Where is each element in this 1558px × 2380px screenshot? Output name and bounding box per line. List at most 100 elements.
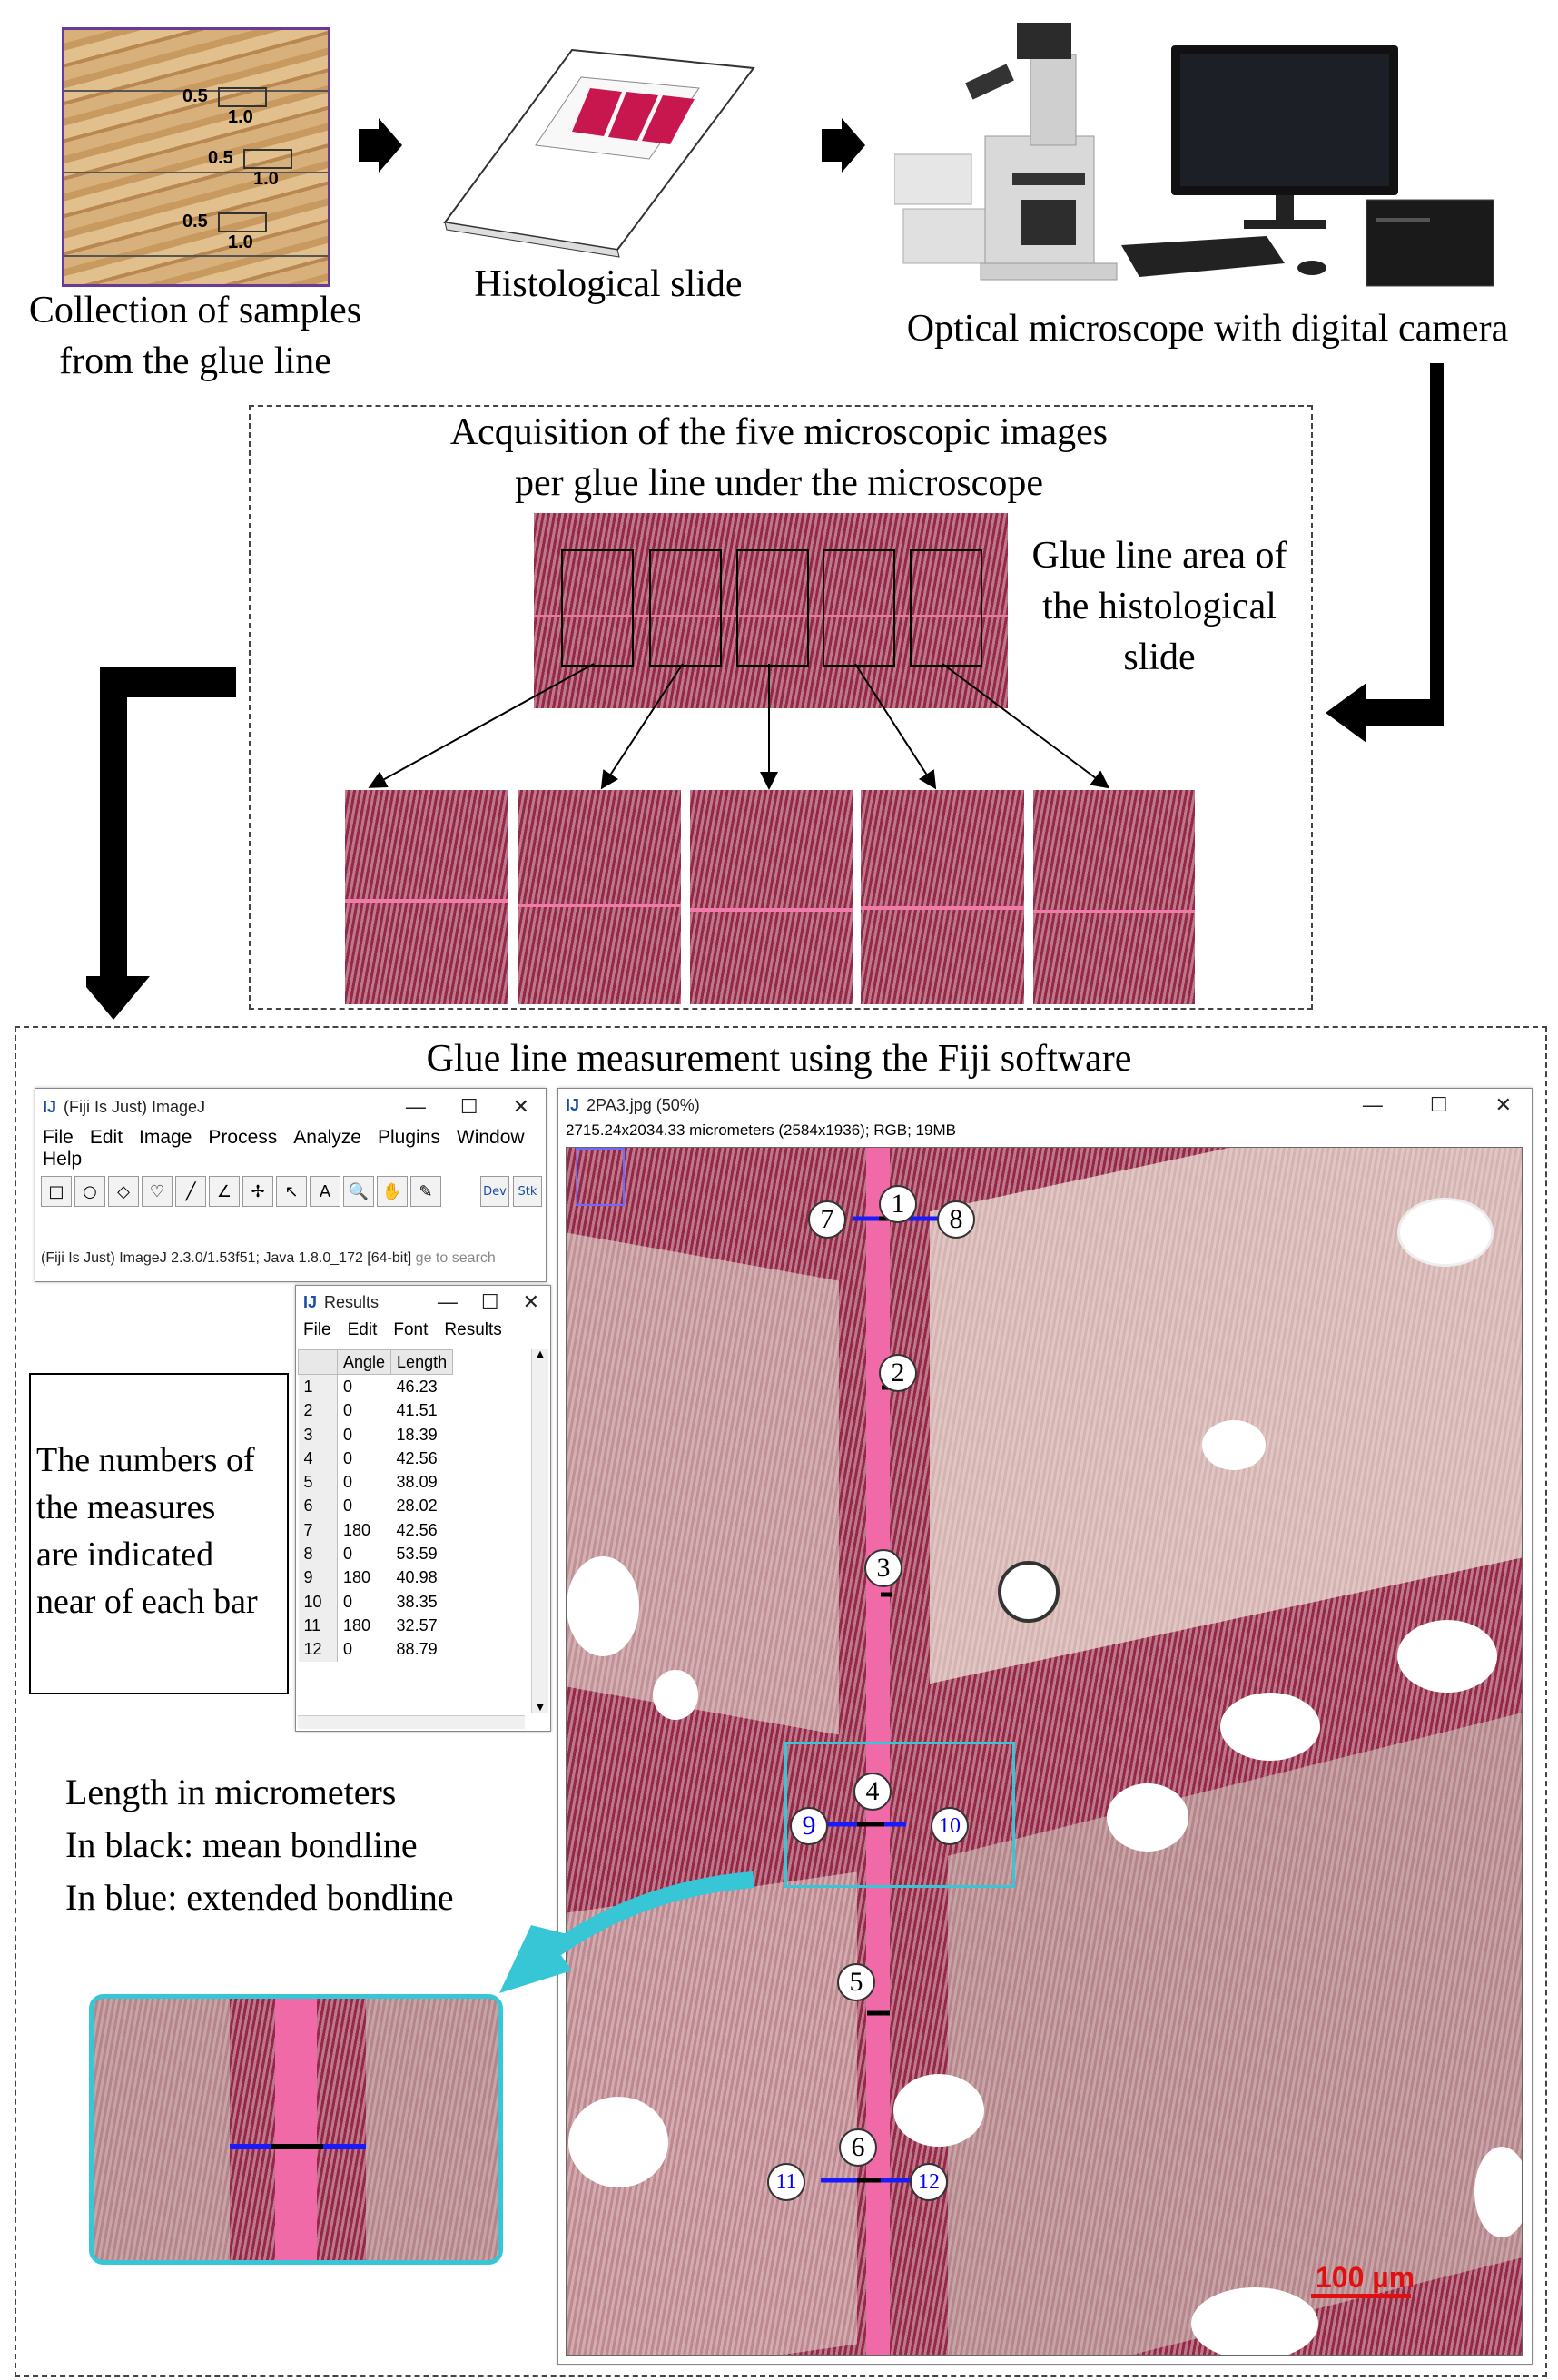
tool-9-icon[interactable]: A xyxy=(310,1176,340,1207)
angle-cell: 0 xyxy=(343,1401,353,1420)
imagej-logo-icon: IJ xyxy=(566,1095,580,1114)
maximize-icon[interactable]: ☐ xyxy=(1429,1093,1448,1116)
menu-item-file[interactable]: File xyxy=(43,1127,74,1148)
legend-text: Length in micrometers In black: mean bon… xyxy=(65,1766,454,1924)
tool-10-icon[interactable]: 🔍 xyxy=(343,1176,374,1207)
tool-6-icon[interactable]: ∠ xyxy=(209,1176,240,1207)
imagej-logo-icon: IJ xyxy=(43,1097,57,1116)
length-cell: 18.39 xyxy=(396,1425,438,1444)
elbow-arrow-icon xyxy=(1326,363,1444,743)
marker-10: 10 xyxy=(931,1807,969,1845)
micrograph-2 xyxy=(518,790,681,1004)
close-icon[interactable]: ✕ xyxy=(512,1095,529,1118)
angle-cell: 180 xyxy=(343,1568,371,1587)
note-box: The numbers of the measures are indicate… xyxy=(29,1373,289,1694)
micrograph-4 xyxy=(861,790,1024,1004)
marker-6: 6 xyxy=(839,2128,877,2167)
scroll-up-icon[interactable]: ▲ xyxy=(537,1349,544,1359)
marker-8: 8 xyxy=(937,1200,975,1239)
results-scrollbar[interactable]: ▲ ▼ xyxy=(531,1349,548,1713)
results-titlebar: IJ Results — ☐ ✕ xyxy=(296,1286,550,1318)
acquisition-title-line2: per glue line under the microscope xyxy=(515,462,1043,504)
tool-2-icon[interactable]: ○ xyxy=(74,1176,105,1207)
column-header-length[interactable]: Length xyxy=(390,1349,454,1376)
row-number: 11 xyxy=(298,1614,338,1638)
acquisition-panel xyxy=(249,405,1313,1010)
menu-item-image[interactable]: Image xyxy=(139,1127,192,1148)
elbow-arrow-icon xyxy=(86,667,236,1020)
results-menu-edit[interactable]: Edit xyxy=(347,1320,378,1339)
scale-bar xyxy=(1311,2294,1411,2298)
sample-mark-bottom: 1.0 xyxy=(228,107,253,127)
stk-button[interactable]: Stk xyxy=(513,1176,542,1207)
legend-line3: In blue: extended bondline xyxy=(65,1877,454,1918)
tool-8-icon[interactable]: ↖ xyxy=(276,1176,307,1207)
maximize-icon[interactable]: ☐ xyxy=(480,1290,499,1313)
tool-4-icon[interactable]: ♡ xyxy=(142,1176,173,1207)
glue-area-line1: Glue line area of xyxy=(1031,535,1287,577)
minimize-icon[interactable]: — xyxy=(405,1095,426,1118)
row-number: 6 xyxy=(298,1494,338,1519)
image-info: 2715.24x2034.33 micrometers (2584x1936);… xyxy=(566,1121,956,1139)
menu-item-analyze[interactable]: Analyze xyxy=(293,1127,361,1148)
sample-mark-top: 0.5 xyxy=(182,212,208,232)
maximize-icon[interactable]: ☐ xyxy=(459,1095,478,1118)
image-window: IJ 2PA3.jpg (50%) — ☐ ✕ 2715.24x2034.33 … xyxy=(557,1088,1533,2365)
tool-12-icon[interactable]: ✎ xyxy=(410,1176,441,1207)
tool-11-icon[interactable]: ✋ xyxy=(377,1176,408,1207)
minimize-icon[interactable]: — xyxy=(437,1290,458,1313)
menu-item-process[interactable]: Process xyxy=(208,1127,278,1148)
note-line2: the measures xyxy=(36,1488,216,1526)
tool-5-icon[interactable]: ╱ xyxy=(175,1176,206,1207)
note-line4: near of each bar xyxy=(36,1583,258,1621)
dev-button[interactable]: Dev xyxy=(480,1176,509,1207)
length-cell: 41.51 xyxy=(396,1401,438,1420)
close-icon[interactable]: ✕ xyxy=(522,1290,539,1313)
close-icon[interactable]: ✕ xyxy=(1494,1093,1512,1116)
menu-item-window[interactable]: Window xyxy=(456,1127,525,1148)
microscope-caption: Optical microscope with digital camera xyxy=(906,308,1509,350)
row-number: 8 xyxy=(298,1542,338,1566)
marker-7: 7 xyxy=(808,1200,846,1239)
results-menu-font[interactable]: Font xyxy=(393,1320,429,1339)
menu-item-help[interactable]: Help xyxy=(43,1149,83,1170)
acquisition-title-line1: Acquisition of the five microscopic imag… xyxy=(449,411,1109,453)
curved-arrow-icon xyxy=(499,1871,754,1993)
results-hscrollbar[interactable] xyxy=(298,1715,525,1729)
results-menu-results[interactable]: Results xyxy=(444,1320,502,1339)
scroll-down-icon[interactable]: ▼ xyxy=(537,1703,544,1713)
angle-cell: 0 xyxy=(343,1473,353,1492)
row-number: 2 xyxy=(298,1398,338,1423)
marker-12: 12 xyxy=(910,2163,948,2201)
row-number: 12 xyxy=(298,1637,338,1662)
minimize-icon[interactable]: — xyxy=(1362,1093,1383,1116)
tool-1-icon[interactable]: □ xyxy=(41,1176,72,1207)
imagej-toolbar: □○◇♡╱∠✢↖A🔍✋✎ xyxy=(41,1176,441,1207)
column-header-angle[interactable]: Angle xyxy=(336,1349,392,1376)
tool-7-icon[interactable]: ✢ xyxy=(242,1176,273,1207)
marker-4: 4 xyxy=(853,1773,892,1811)
menu-item-plugins[interactable]: Plugins xyxy=(377,1127,440,1148)
glue-area-line3: slide xyxy=(1123,637,1196,678)
legend-line2: In black: mean bondline xyxy=(65,1824,418,1865)
angle-cell: 180 xyxy=(343,1520,371,1539)
results-menu-file[interactable]: File xyxy=(303,1320,331,1339)
menu-item-edit[interactable]: Edit xyxy=(89,1127,123,1148)
micrograph-canvas[interactable]: 100 µm xyxy=(566,1147,1523,2356)
imagej-search-hint[interactable]: ge to search xyxy=(415,1250,496,1266)
image-title: 2PA3.jpg (50%) xyxy=(587,1095,700,1114)
tool-3-icon[interactable]: ◇ xyxy=(108,1176,139,1207)
